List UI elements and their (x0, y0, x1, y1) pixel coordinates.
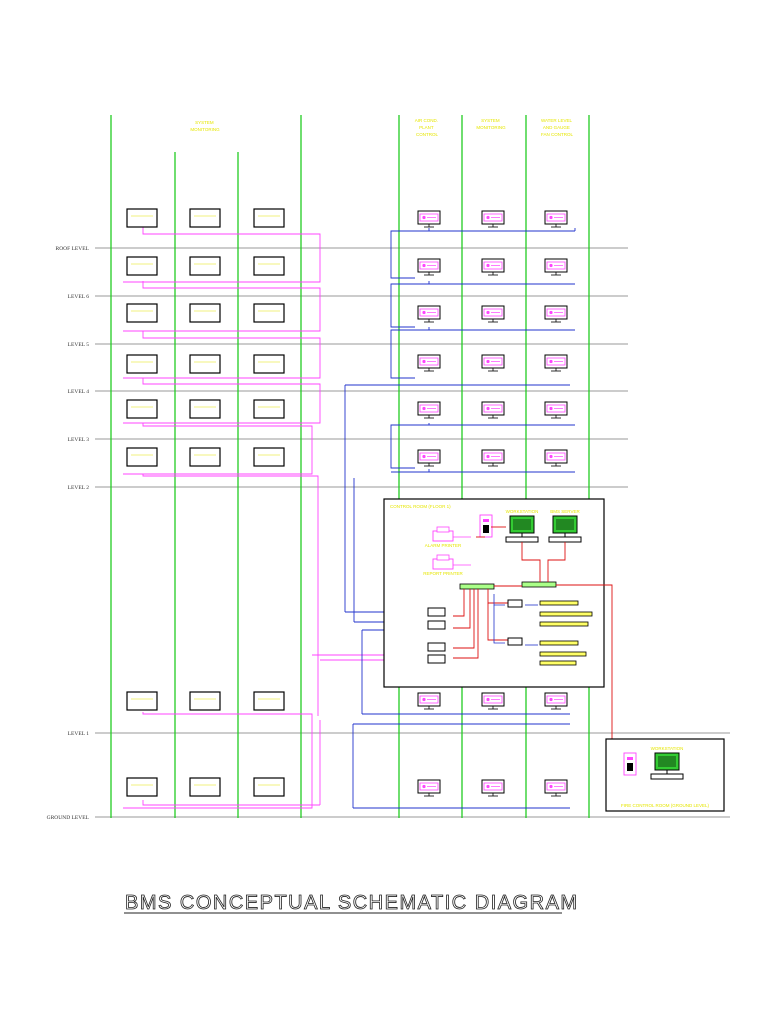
controller-box-label-lines (131, 215, 280, 786)
report-printer-label: REPORT PRINTER (423, 571, 463, 576)
level-labels: ROOF LEVEL LEVEL 6 LEVEL 5 LEVEL 4 LEVEL… (47, 246, 90, 821)
workstation-label: WORKSTATION (506, 509, 539, 514)
bms-server-label: BMS SERVER (550, 509, 580, 514)
fire-room-workstation-label: WORKSTATION (651, 746, 684, 751)
level-label-2: LEVEL 2 (68, 485, 90, 491)
fire-control-room: WORKSTATION FIRE CONTROL ROOM (GROUND LE… (605, 738, 725, 812)
workstation-icon (505, 515, 539, 543)
control-room: CONTROL ROOM (FLOOR 1) ALARM PRINTER REP… (383, 498, 657, 746)
column-headers: SYSTEM MONITORING AIR COND. PLANT CONTRO… (190, 118, 573, 137)
level-lines (95, 247, 730, 818)
workstation-icon (650, 752, 684, 780)
control-room-label: CONTROL ROOM (FLOOR 1) (390, 504, 451, 509)
controller-boxes-left (126, 208, 285, 797)
network-switch-icon (459, 583, 495, 590)
column-header-air-cond: AIR COND. PLANT CONTROL (415, 118, 440, 137)
alarm-printer-label: ALARM PRINTER (425, 543, 462, 548)
column-header-system-monitoring-right: SYSTEM MONITORING (476, 118, 506, 130)
column-header-system-monitoring-left: SYSTEM MONITORING (190, 120, 220, 132)
level-label-roof: ROOF LEVEL (56, 246, 90, 252)
level-label-ground: GROUND LEVEL (47, 815, 90, 821)
interface-units (427, 599, 523, 664)
pink-chain-wiring (123, 227, 425, 809)
riser-columns (110, 115, 590, 818)
level-label-4: LEVEL 4 (68, 389, 90, 395)
fire-room-label: FIRE CONTROL ROOM (GROUND LEVEL) (621, 803, 710, 808)
column-header-water-level: WATER LEVEL AND GAUGE FAN CONTROL (541, 118, 574, 137)
level-label-6: LEVEL 6 (68, 294, 90, 300)
diagram-title: BMS CONCEPTUAL SCHEMATIC DIAGRAM (125, 892, 579, 914)
level-label-3: LEVEL 3 (68, 437, 90, 443)
workstation-icon (548, 515, 582, 543)
level-label-1: LEVEL 1 (68, 731, 90, 737)
printer-icon (432, 526, 471, 542)
server-tower-icon (623, 752, 637, 776)
server-tower-icon (479, 514, 493, 538)
module-bars (539, 600, 593, 666)
network-switch-icon (521, 581, 557, 588)
level-label-5: LEVEL 5 (68, 342, 90, 348)
printer-icon (432, 554, 471, 570)
blue-room-lines (493, 594, 538, 646)
